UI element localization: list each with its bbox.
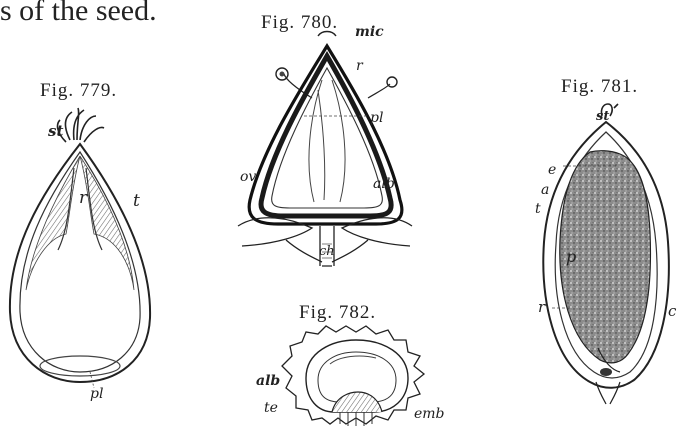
fig782-embryo-curve [330, 356, 376, 364]
fig779-ovary-inner [20, 152, 140, 372]
fig781-hilum [600, 368, 612, 376]
fig781-label-st: st [596, 109, 609, 124]
fig780-label-r: r [356, 58, 364, 74]
fig780-embryo [309, 80, 345, 202]
fig780-seed-inner [272, 68, 383, 208]
fig781-label-p: p [566, 247, 576, 266]
fig781-label-c: c [668, 302, 677, 320]
fig780-label-mic: mic [355, 24, 384, 40]
fig782-label-emb: emb [414, 406, 445, 422]
fig779-label-t: t [133, 191, 140, 211]
figure-779: st r t pl [10, 108, 150, 402]
fig779-stigma-tuft [58, 108, 104, 142]
fig780-label-alb: alb [373, 176, 395, 192]
fig779-label-st: st [48, 122, 63, 140]
fig780-label-pl: pl [370, 110, 383, 126]
fig782-label-alb: alb [256, 373, 280, 389]
fig780-mic-pore [318, 32, 336, 37]
fig782-label-te: te [264, 400, 278, 416]
fig780-wing-right [368, 84, 390, 98]
fig779-label-r: r [79, 188, 88, 208]
fig779-testa-shading-right [80, 156, 134, 290]
figure-780: mic r pl ov alb ch [238, 24, 412, 266]
fig780-label-ch: ch [319, 244, 335, 259]
figure-782: alb te emb [256, 326, 445, 426]
fig779-testa-shading-left [26, 156, 80, 290]
figure-781: st e a t p r c [535, 104, 677, 404]
fig781-label-r: r [538, 298, 546, 316]
fig782-base [332, 392, 382, 412]
fig781-label-a: a [541, 182, 549, 198]
fig779-label-pl: pl [90, 386, 103, 402]
fig781-label-e: e [548, 162, 556, 178]
fig781-label-t: t [535, 201, 541, 217]
fig780-label-ov: ov [240, 169, 256, 185]
